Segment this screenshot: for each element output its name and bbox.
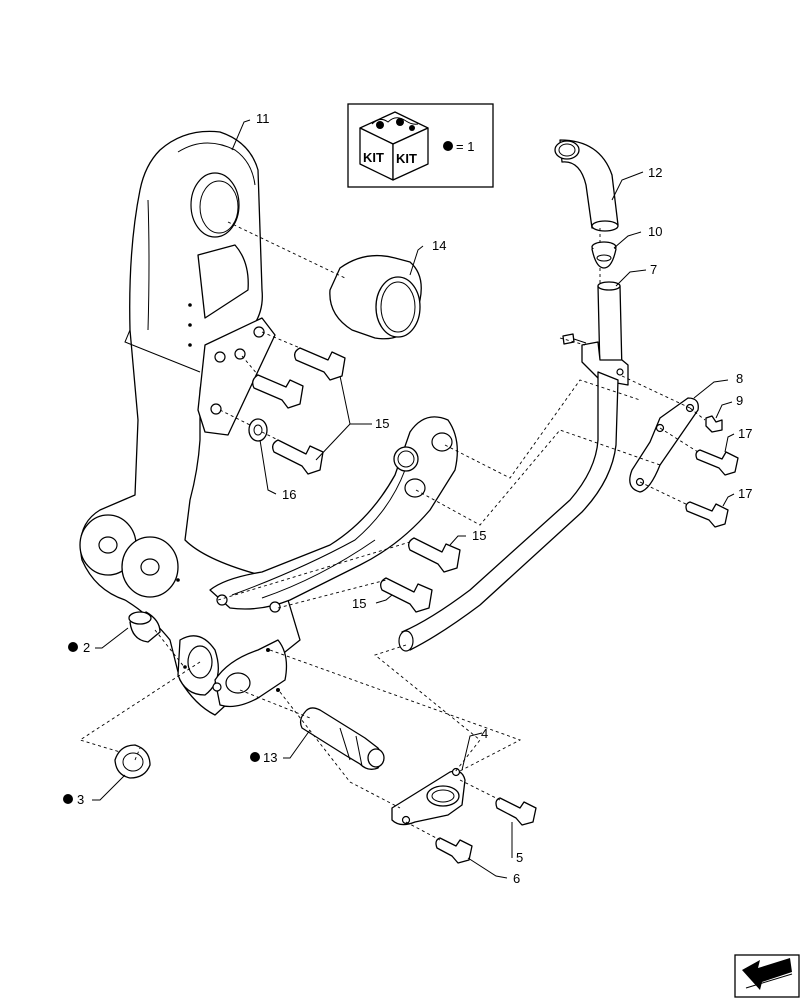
- bushing-14: [329, 254, 422, 340]
- callout-labels: 11 14 12 10 7 8 9 17 17 15 15 15 16 2 3 …: [63, 111, 752, 886]
- bolt-15-upper-c: [272, 439, 324, 475]
- kit-box-icon: KIT KIT: [359, 111, 429, 181]
- callout-16: 16: [282, 487, 296, 502]
- callout-11: 11: [256, 111, 270, 126]
- callout-7: 7: [650, 262, 657, 277]
- screw-9: [705, 415, 723, 433]
- bushing-3: [114, 744, 151, 779]
- bolt-5: [495, 797, 537, 826]
- elbow-12: [554, 139, 619, 232]
- callout-1: = 1: [456, 139, 474, 154]
- swing-arm: [209, 416, 458, 613]
- callout-15b: 15: [472, 528, 486, 543]
- callout-6: 6: [513, 871, 520, 886]
- callout-4: 4: [481, 726, 488, 741]
- clamp-4: [391, 767, 466, 826]
- kit-bullet-icon: [68, 642, 78, 652]
- kit-bullet-icon: [63, 794, 73, 804]
- lift-arm-bracket: [79, 130, 301, 716]
- tube-7: [562, 281, 629, 386]
- bolt-17-b: [685, 501, 729, 528]
- arrow-nav-icon[interactable]: [734, 954, 800, 998]
- kit-bullet-icon: [250, 752, 260, 762]
- bolt-17-a: [695, 449, 739, 476]
- callout-15a: 15: [375, 416, 389, 431]
- callout-17a: 17: [738, 426, 752, 441]
- callout-5: 5: [516, 850, 523, 865]
- kit-bullet-icon: [443, 141, 453, 151]
- pin-13: [299, 707, 385, 770]
- callout-17b: 17: [738, 486, 752, 501]
- callout-15c: 15: [352, 596, 366, 611]
- bracket-8: [629, 397, 699, 493]
- bolt-15-upper-b: [252, 374, 304, 409]
- callout-9: 9: [736, 393, 743, 408]
- leader-lines: [92, 119, 735, 879]
- callout-2: 2: [83, 640, 90, 655]
- bolt-15-mid-a: [408, 537, 461, 573]
- centerlines: [78, 221, 706, 841]
- callout-12: 12: [648, 165, 662, 180]
- bolt-15-upper-a: [294, 347, 346, 381]
- long-pipe: [398, 371, 619, 652]
- grommet-10: [591, 241, 617, 269]
- kit-label-right: KIT: [396, 151, 417, 166]
- bolt-15-mid-b: [380, 577, 433, 613]
- callout-13: 13: [263, 750, 277, 765]
- washer-16: [248, 418, 268, 442]
- bushing-2: [128, 611, 161, 643]
- kit-legend: KIT KIT = 1: [347, 103, 494, 188]
- callout-8: 8: [736, 371, 743, 386]
- kit-label-left: KIT: [363, 150, 384, 165]
- callout-3: 3: [77, 792, 84, 807]
- callout-10: 10: [648, 224, 662, 239]
- bolt-6: [435, 837, 473, 864]
- callout-14: 14: [432, 238, 446, 253]
- lower-link-plate: [212, 639, 288, 708]
